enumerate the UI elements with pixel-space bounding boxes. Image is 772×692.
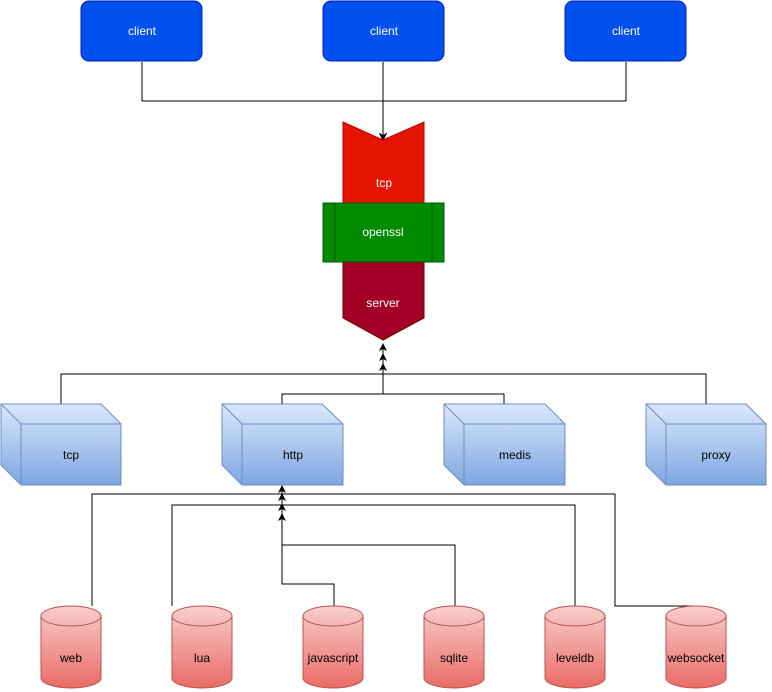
client-box-shape <box>80 0 203 62</box>
cylinder-body <box>423 605 485 689</box>
module-box-shape <box>443 403 566 486</box>
module-label: tcp <box>63 448 79 462</box>
storage-javascript[interactable]: javascript <box>302 605 364 689</box>
module-box-http[interactable]: http <box>221 403 344 486</box>
module-box-shape <box>645 403 767 486</box>
connector-module-tcp <box>60 343 387 404</box>
storage-label: web <box>59 651 82 665</box>
storage-label: leveldb <box>556 651 594 665</box>
cylinder-top <box>423 615 485 627</box>
storage-connectors <box>91 485 695 607</box>
cylinder-body <box>665 605 727 689</box>
module-label: medis <box>499 448 531 462</box>
cylinder-body <box>40 605 102 689</box>
server-layer-label: server <box>366 296 399 310</box>
storage-label: lua <box>194 651 210 665</box>
module-box-medis[interactable]: medis <box>443 403 566 486</box>
openssl-layer[interactable]: openssl <box>322 202 445 263</box>
connector-module-proxy <box>383 373 707 404</box>
tcp-chevron-shape <box>342 121 425 204</box>
connector-storage-websocket <box>282 493 695 607</box>
module-box-edges <box>0 403 121 485</box>
connector-module-http <box>281 353 387 404</box>
cylinder-body <box>544 605 606 689</box>
connector-client-3 <box>379 62 627 141</box>
module-box-edges <box>443 403 565 485</box>
client-box-1[interactable]: client <box>80 0 203 62</box>
module-box-proxy[interactable]: proxy <box>645 403 767 486</box>
module-box-shape <box>221 403 344 486</box>
client-box-3[interactable]: client <box>564 0 687 62</box>
storage-label: javascript <box>307 651 359 665</box>
module-box-shape <box>0 403 122 486</box>
connector-storage-leveldb <box>282 504 576 606</box>
module-connectors <box>60 343 707 404</box>
cylinder-top <box>302 615 364 627</box>
client-box-shape <box>564 0 687 62</box>
tcp-layer-label: tcp <box>376 176 392 190</box>
cylinder-body <box>302 605 364 689</box>
client-box-shape <box>322 0 445 62</box>
connector-storage-web <box>91 485 286 606</box>
storage-label: websocket <box>667 651 725 665</box>
openssl-layer-label: openssl <box>362 225 403 239</box>
cylinder-top <box>40 615 102 627</box>
server-layer[interactable]: server <box>342 261 425 341</box>
client-label: client <box>370 24 399 38</box>
module-box-edges <box>221 403 343 485</box>
client-connectors <box>141 62 627 141</box>
cylinder-body <box>171 605 233 689</box>
tcp-layer[interactable]: tcp <box>342 121 425 204</box>
client-label: client <box>612 24 641 38</box>
storage-websocket[interactable]: websocket <box>665 605 727 689</box>
module-box-edges <box>645 403 766 485</box>
storage-sqlite[interactable]: sqlite <box>423 605 485 689</box>
storage-label: sqlite <box>440 651 468 665</box>
module-box-tcp[interactable]: tcp <box>0 403 122 486</box>
storage-lua[interactable]: lua <box>171 605 233 689</box>
connector-storage-javascript <box>278 503 335 606</box>
client-label: client <box>128 24 157 38</box>
connector-storage-sqlite <box>278 513 456 606</box>
cylinder-top <box>544 615 606 627</box>
connector-module-medis <box>379 363 505 404</box>
client-box-2[interactable]: client <box>322 0 445 62</box>
openssl-box-shape <box>322 202 445 263</box>
connector-storage-lua <box>171 493 286 606</box>
module-label: proxy <box>701 448 730 462</box>
storage-leveldb[interactable]: leveldb <box>544 605 606 689</box>
storage-web[interactable]: web <box>40 605 102 689</box>
cylinder-top <box>665 615 727 627</box>
module-label: http <box>283 448 303 462</box>
cylinder-top <box>171 615 233 627</box>
